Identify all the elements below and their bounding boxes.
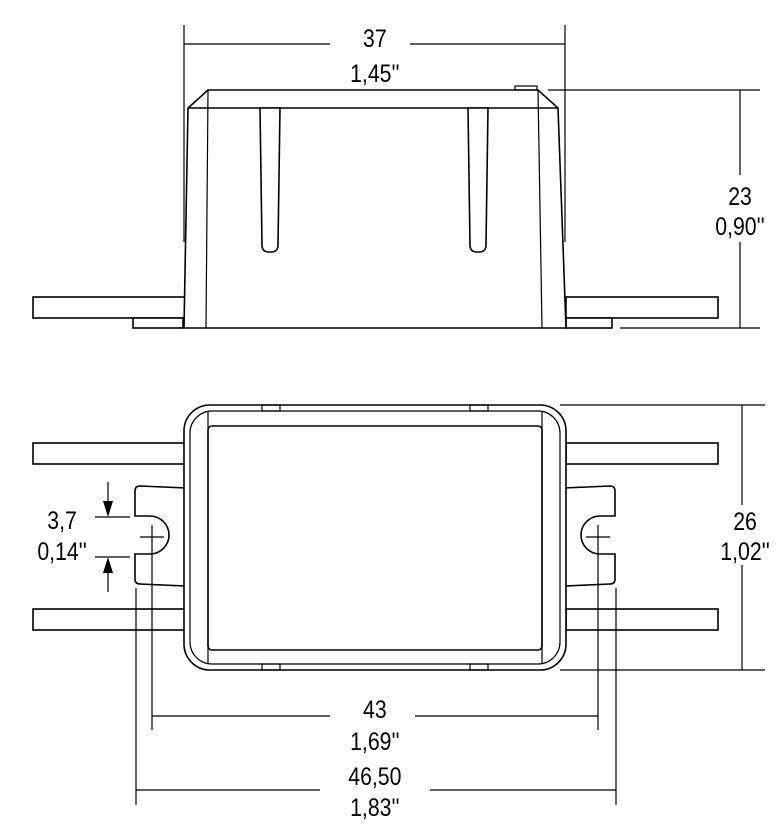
right-foot [565, 317, 613, 329]
hole-spacing-mm-label: 43 [363, 695, 387, 723]
housing-side [183, 89, 567, 329]
mounting-ear-left [134, 485, 187, 587]
lead-right-bottom [565, 608, 719, 631]
lead-left-bottom [32, 608, 186, 631]
left-flange [32, 296, 186, 319]
overall-in-label: 1,83'' [350, 793, 399, 821]
overall-mm-label: 46,50 [348, 762, 401, 790]
clip-slot-right [467, 107, 489, 253]
clip-slot-left [259, 107, 281, 253]
mounting-ear-right [563, 485, 616, 587]
lead-right-top [565, 442, 719, 465]
arrow-down-icon [103, 501, 113, 517]
hole-spacing-in-label: 1,69'' [350, 727, 399, 755]
height-mm-label: 23 [728, 182, 752, 210]
side-view: 37 1,45'' 23 0,90'' [32, 24, 765, 329]
plan-view: 26 1,02'' 3,7 0,14'' 43 1,69'' 46,50 1,8… [32, 404, 770, 821]
right-flange [565, 296, 719, 319]
housing-plan [183, 404, 567, 671]
width-in-label: 1,45'' [350, 59, 399, 87]
slot-in-label: 0,14'' [37, 537, 86, 565]
width-mm-label: 37 [363, 24, 387, 52]
left-foot [132, 317, 184, 329]
height-in-label: 0,90'' [715, 212, 764, 240]
arrow-up-icon [103, 557, 113, 573]
lead-left-top [32, 442, 186, 465]
depth-mm-label: 26 [733, 507, 757, 535]
slot-mm-label: 3,7 [47, 506, 77, 534]
depth-in-label: 1,02'' [720, 537, 769, 565]
